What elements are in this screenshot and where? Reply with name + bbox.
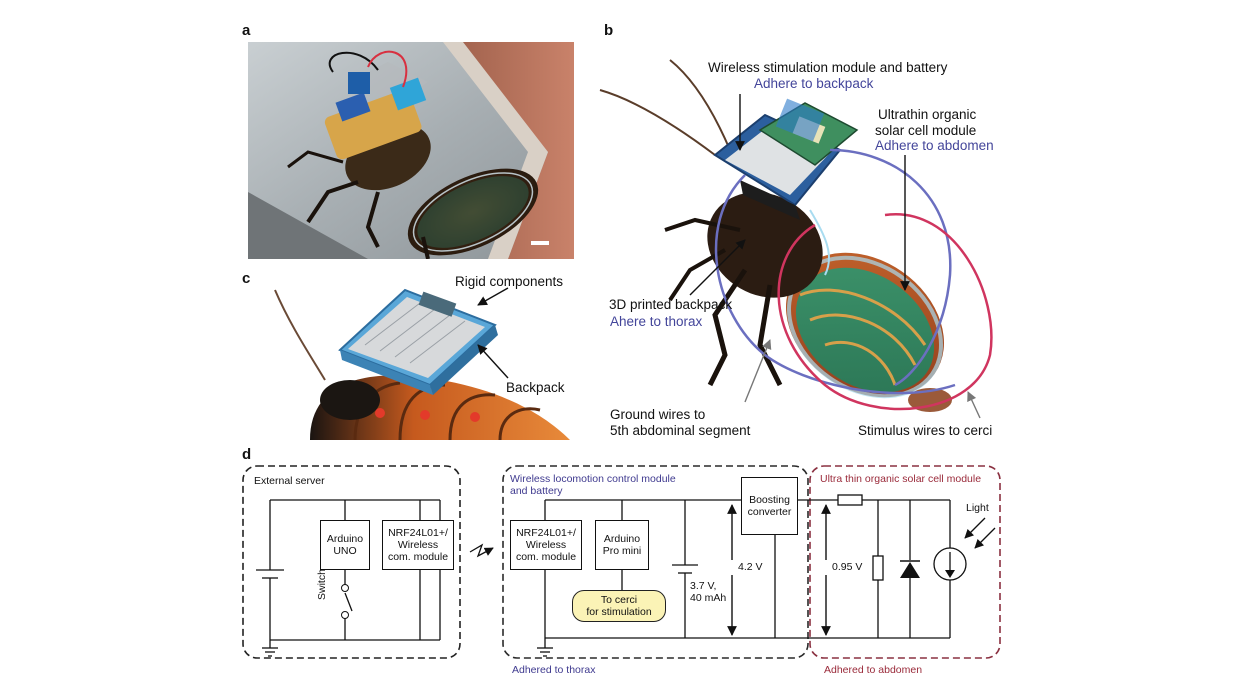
to-cerci-line1: To cerci <box>600 594 638 606</box>
battery-label-line2: 40 mAh <box>690 592 727 604</box>
solar-note-label: Adhere to abdomen <box>875 138 994 153</box>
adhered-thorax-label: Adhered to thorax <box>512 664 596 676</box>
backpack-note-label: Ahere to thorax <box>610 314 703 329</box>
nrf-int-line3: com. module <box>515 551 577 563</box>
photo-illustration <box>248 42 574 259</box>
voltage-095-label: 0.95 V <box>832 561 863 573</box>
pro-mini-line2: Pro mini <box>602 545 642 557</box>
solar-title-line1: Ultrathin organic <box>878 107 977 122</box>
backpack-title-label: 3D printed backpack <box>609 297 733 312</box>
voltage-42-label: 4.2 V <box>738 561 763 573</box>
arduino-uno-line2: UNO <box>333 545 357 557</box>
switch-contact-bottom <box>341 611 349 619</box>
backpack-label: Backpack <box>506 380 565 395</box>
solar-title-line2: solar cell module <box>875 123 977 138</box>
module-title-label: Wireless stimulation module and battery <box>708 60 948 75</box>
external-server-label: External server <box>254 475 325 487</box>
nrf-int-line2: Wireless <box>525 539 567 551</box>
nrf-int-line1: NRF24L01+/ <box>516 527 576 539</box>
arduino-uno-line1: Arduino <box>326 533 364 545</box>
rigid-components-label: Rigid components <box>455 274 564 289</box>
wireless-module-label-line2: and battery <box>510 485 563 497</box>
backpack-illustration <box>270 285 575 440</box>
to-cerci-line2: for stimulation <box>586 606 652 618</box>
cyborg-cockroach-photo <box>248 42 574 259</box>
boost-line2: converter <box>747 506 792 518</box>
nrf-ext-line1: NRF24L01+/ <box>388 527 448 539</box>
wireless-module-label-line1: Wireless locomotion control module <box>510 473 676 485</box>
switch-label: Switch <box>316 569 328 600</box>
panel-letter-b: b <box>604 22 614 39</box>
ground-wires-line2: 5th abdominal segment <box>610 423 751 438</box>
pro-mini-line1: Arduino <box>603 533 641 545</box>
backpack-render <box>274 288 570 440</box>
nrf-ext-line3: com. module <box>387 551 449 563</box>
boost-line1: Boosting <box>749 494 790 506</box>
solar-module-label: Ultra thin organic solar cell module <box>820 473 982 485</box>
module-note-label: Adhere to backpack <box>754 76 874 91</box>
battery-label-line1: 3.7 V, <box>690 580 717 592</box>
panel-letter-d: d <box>242 446 252 463</box>
nrf-ext-line2: Wireless <box>397 539 439 551</box>
ground-wires-line1: Ground wires to <box>610 407 706 422</box>
adhered-abdomen-label: Adhered to abdomen <box>824 664 923 676</box>
panel-letter-c: c <box>242 270 251 287</box>
switch-contact-top <box>341 584 349 592</box>
panel-letter-a: a <box>242 22 251 39</box>
light-label: Light <box>966 502 989 514</box>
stimulus-wires-label: Stimulus wires to cerci <box>858 423 993 438</box>
